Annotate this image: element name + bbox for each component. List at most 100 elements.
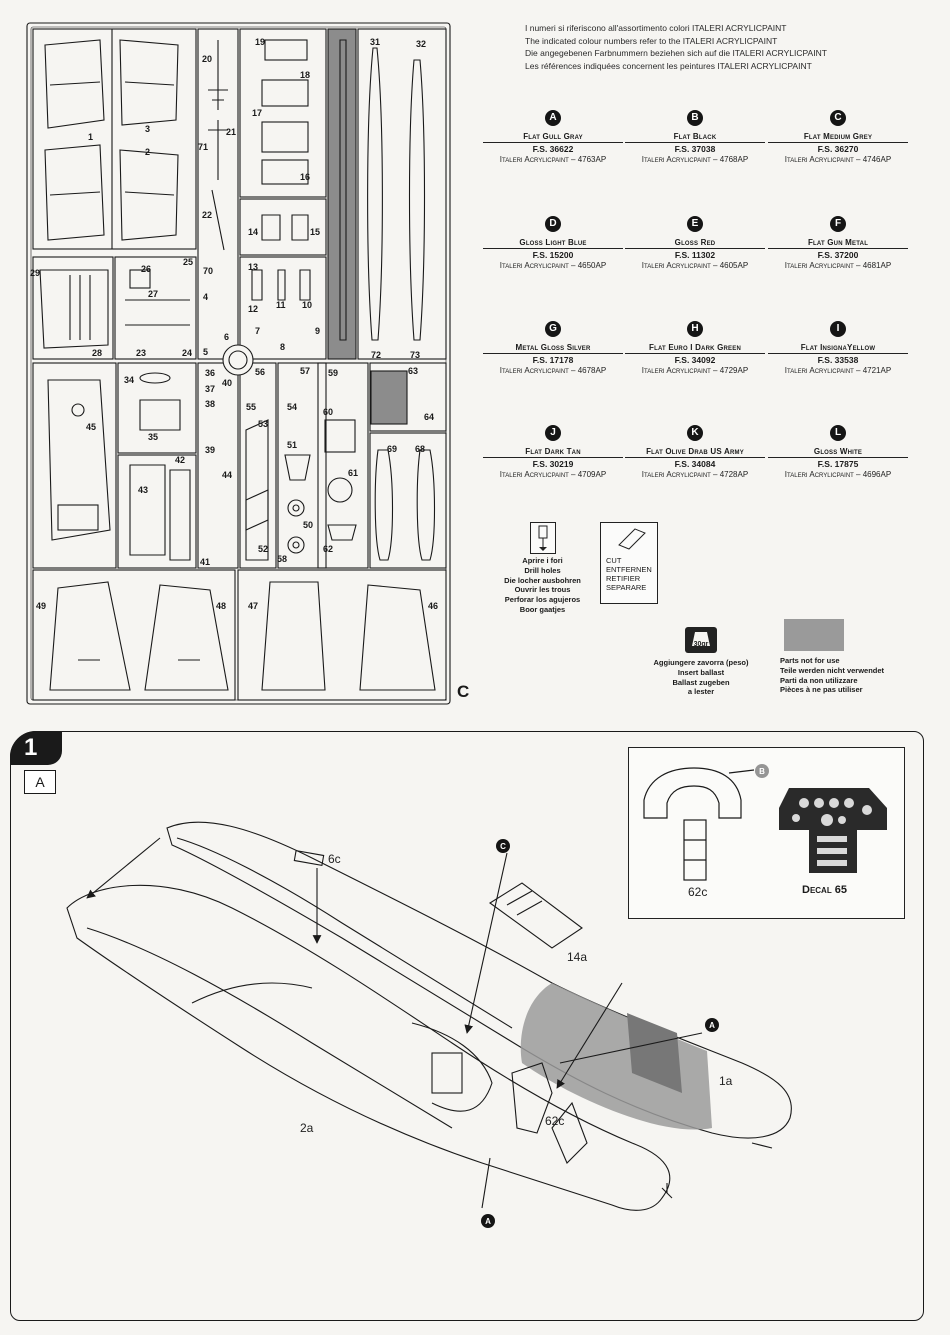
step-number: 1	[10, 731, 62, 765]
sprue-part-7: 7	[255, 326, 260, 336]
ballast-text-it: Aggiungere zavorra (peso)	[653, 658, 749, 667]
detail-callout-box	[628, 747, 905, 919]
paint-reference-note: I numeri si riferiscono all'assortimento…	[525, 22, 915, 72]
sprue-part-5: 5	[203, 347, 208, 357]
sprue-part-20: 20	[202, 54, 212, 64]
sprue-part-47: 47	[248, 601, 258, 611]
sprue-part-21: 21	[226, 127, 236, 137]
sprue-part-64: 64	[424, 412, 434, 422]
sprue-part-17: 17	[252, 108, 262, 118]
sprue-part-35: 35	[148, 432, 158, 442]
drill-text-fr: Ouvrir les trous	[514, 585, 571, 595]
sprue-part-43: 43	[138, 485, 148, 495]
intro-line-it: I numeri si riferiscono all'assortimento…	[525, 23, 787, 33]
sprue-part-26: 26	[141, 264, 151, 274]
sprue-part-18: 18	[300, 70, 310, 80]
sprue-part-29: 29	[30, 268, 40, 278]
cut-text: CUT ENTFERNEN RETIFIER SEPARARE	[601, 556, 657, 592]
sprue-part-37: 37	[205, 384, 215, 394]
color-paint-code: Italeri Acrylicpaint – 4768AP	[641, 155, 749, 164]
color-name: Gloss Red	[625, 238, 765, 249]
sprue-part-71: 71	[198, 142, 208, 152]
drill-text-it: Aprire i fori	[522, 556, 563, 565]
not-for-use-en: Parts not for use	[780, 656, 840, 665]
not-for-use-text: Parts not for use Teile werden nicht ver…	[780, 656, 890, 695]
ballast-text-en: Insert ballast	[677, 667, 725, 677]
color-fs-code: F.S. 34092	[674, 355, 716, 365]
sprue-part-16: 16	[300, 172, 310, 182]
color-ref-c: C	[500, 842, 506, 851]
sprue-part-28: 28	[92, 348, 102, 358]
intro-line-de: Die angegebenen Farbnummern beziehen sic…	[525, 48, 827, 58]
color-name: Flat Olive Drab US Army	[625, 447, 765, 458]
sprue-part-34: 34	[124, 375, 134, 385]
part-label-62c-detail: 62c	[688, 885, 708, 899]
color-paint-code: Italeri Acrylicpaint – 4729AP	[641, 366, 749, 375]
sprue-part-72: 72	[371, 350, 381, 360]
sprue-part-69: 69	[387, 444, 397, 454]
color-name: Flat Euro I Dark Green	[625, 343, 765, 354]
drill-text-nl: Boor gaatjes	[519, 604, 566, 614]
color-fs-code: F.S. 30219	[532, 459, 574, 469]
sprue-part-24: 24	[182, 348, 192, 358]
sprue-part-46: 46	[428, 601, 438, 611]
cut-text-fr: RETIFIER	[606, 574, 641, 583]
sprue-part-56: 56	[255, 367, 265, 377]
color-paint-code: Italeri Acrylicpaint – 4605AP	[641, 261, 749, 270]
sprue-part-22: 22	[202, 210, 212, 220]
sprue-part-12: 12	[248, 304, 258, 314]
sprue-part-23: 23	[136, 348, 146, 358]
color-letter-badge: C	[830, 110, 846, 126]
sprue-part-6: 6	[224, 332, 229, 342]
drill-text-en: Drill holes	[524, 565, 561, 575]
sprue-part-32: 32	[416, 39, 426, 49]
color-letter-badge: F	[830, 216, 846, 232]
part-label-62c: 62c	[545, 1114, 565, 1128]
sprue-part-42: 42	[175, 455, 185, 465]
sprue-part-53: 53	[258, 419, 268, 429]
part-label-1a: 1a	[719, 1074, 733, 1088]
drill-text-de: Die locher ausbohren	[504, 575, 581, 585]
color-fs-code: F.S. 17178	[532, 355, 574, 365]
color-name: Flat Gun Metal	[768, 238, 908, 249]
sprue-part-54: 54	[287, 402, 297, 412]
color-letter-badge: J	[545, 425, 561, 441]
color-paint-code: Italeri Acrylicpaint – 4746AP	[784, 155, 892, 164]
color-letter-badge: D	[545, 216, 561, 232]
color-letter-badge: A	[545, 110, 561, 126]
ballast-instructions: Aggiungere zavorra (peso) Insert ballast…	[645, 658, 757, 697]
sprue-part-14: 14	[248, 227, 258, 237]
sprue-part-36: 36	[205, 368, 215, 378]
color-paint-code: Italeri Acrylicpaint – 4709AP	[499, 470, 607, 479]
sprue-part-52: 52	[258, 544, 268, 554]
sprue-part-55: 55	[246, 402, 256, 412]
sprue-part-31: 31	[370, 37, 380, 47]
sprue-part-39: 39	[205, 445, 215, 455]
color-ref-a: A	[709, 1021, 715, 1030]
color-fs-code: F.S. 33538	[817, 355, 859, 365]
not-for-use-swatch	[784, 619, 844, 651]
intro-line-fr: Les références indiquées concernent les …	[525, 60, 812, 71]
not-for-use-de: Teile werden nicht verwendet	[780, 665, 885, 675]
sprue-part-11: 11	[276, 300, 286, 310]
sprue-letter: C	[457, 682, 470, 701]
sprue-part-59: 59	[328, 368, 338, 378]
sprue-part-9: 9	[315, 326, 320, 336]
ballast-text-fr: a lester	[687, 687, 715, 697]
sprue-part-68: 68	[415, 444, 425, 454]
not-for-use-it: Parti da non utilizzare	[780, 675, 858, 685]
color-name: Flat Medium Grey	[768, 132, 908, 143]
intro-line-en: The indicated colour numbers refer to th…	[525, 35, 778, 46]
sprue-part-27: 27	[148, 289, 158, 299]
color-letter-badge: L	[830, 425, 846, 441]
sprue-part-63: 63	[408, 366, 418, 376]
color-fs-code: F.S. 37200	[817, 250, 859, 260]
color-name: Gloss White	[768, 447, 908, 458]
color-paint-code: Italeri Acrylicpaint – 4681AP	[784, 261, 892, 270]
ballast-weight-icon: 30gr	[684, 626, 718, 654]
cut-icon	[618, 528, 646, 550]
